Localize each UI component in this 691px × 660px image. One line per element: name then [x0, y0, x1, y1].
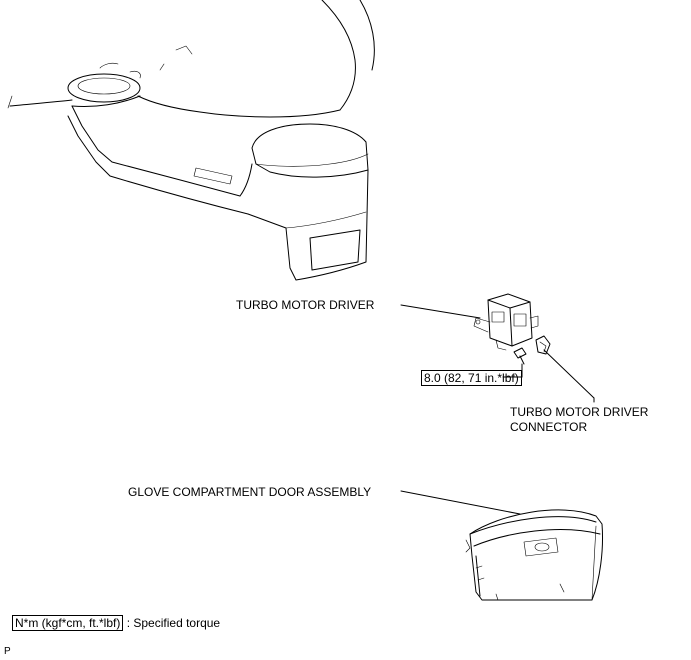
torque-spec-label: 8.0 (82, 71 in.*lbf) — [421, 370, 522, 386]
figure-id: P — [4, 646, 11, 657]
legend-unit: N*m (kgf*cm, ft.*lbf) — [12, 615, 124, 631]
leader-lines — [400, 304, 595, 515]
turbo-motor-driver-label: TURBO MOTOR DRIVER — [236, 298, 375, 312]
glove-compartment-door-part — [465, 509, 603, 601]
turbo-motor-driver-connector-part — [535, 335, 551, 355]
connector-label-line2: CONNECTOR — [510, 420, 588, 434]
torque-legend: N*m (kgf*cm, ft.*lbf) : Specified torque — [12, 615, 220, 631]
connector-label-line1: TURBO MOTOR DRIVER — [510, 405, 649, 419]
legend-description: : Specified torque — [126, 616, 221, 630]
vehicle-interior-illustration — [7, 0, 375, 281]
turbo-motor-driver-part — [473, 293, 539, 365]
glove-compartment-label: GLOVE COMPARTMENT DOOR ASSEMBLY — [128, 485, 372, 499]
